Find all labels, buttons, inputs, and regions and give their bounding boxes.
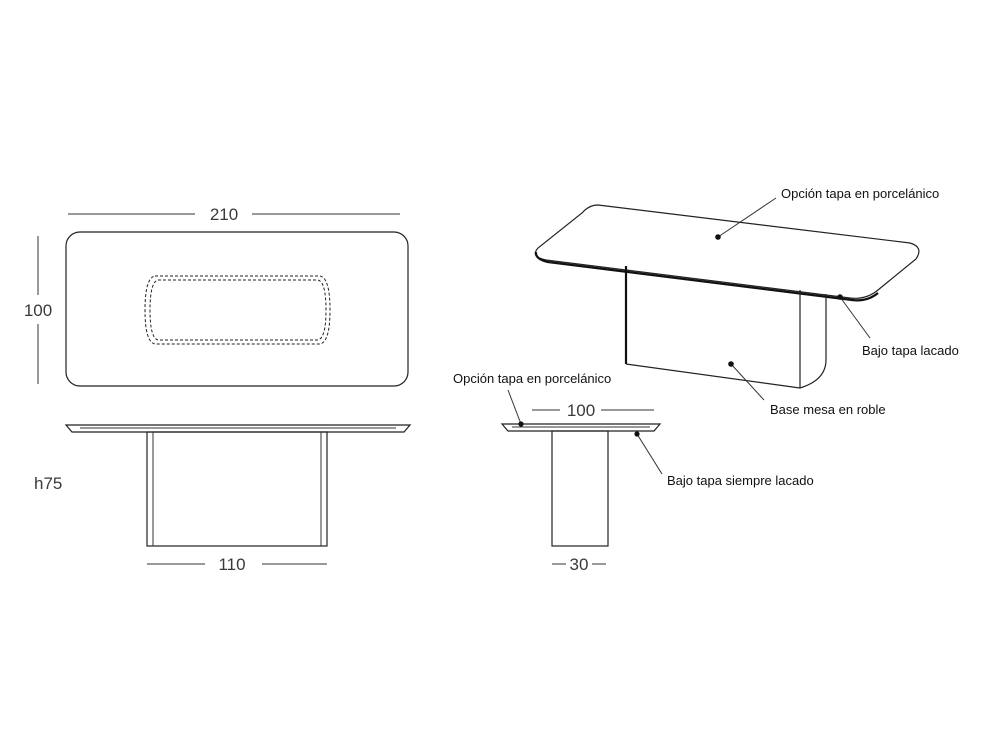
label-porcelain-top-side: Opción tapa en porcelánico — [453, 371, 611, 386]
dimension-height: h75 — [34, 474, 62, 493]
side-tabletop — [500, 423, 662, 432]
dimension-top-width: 210 — [210, 205, 238, 224]
base-outline-inner — [149, 279, 327, 341]
perspective-tabletop-edge — [534, 251, 879, 302]
dimension-base-width: 110 — [218, 555, 245, 574]
leader-dot-porcelain-perspective — [715, 234, 721, 240]
leader-porcelain-side — [507, 389, 522, 425]
dimension-side-depth: 100 — [567, 401, 595, 420]
label-porcelain-top-perspective: Opción tapa en porcelánico — [781, 186, 939, 201]
dimension-top-depth: 100 — [24, 301, 52, 320]
base-outline-outer — [144, 275, 331, 345]
front-base — [146, 431, 328, 547]
dimension-base-depth: 30 — [570, 555, 589, 574]
front-view: h75 110 — [34, 424, 412, 574]
label-lacquered-underside: Bajo tapa lacado — [862, 343, 959, 358]
perspective-base-end-curve — [799, 294, 827, 389]
top-view: 210 100 — [24, 205, 409, 387]
leader-dot-underside-side — [634, 431, 640, 437]
perspective-view: Opción tapa en porcelánico Bajo tapa lac… — [534, 186, 959, 417]
leader-underside-side — [636, 433, 663, 475]
side-base — [551, 430, 609, 547]
perspective-base-bottom — [625, 363, 801, 389]
perspective-tabletop — [534, 204, 920, 299]
label-underside-always-lacquered: Bajo tapa siempre lacado — [667, 473, 814, 488]
leader-dot-underside-perspective — [837, 294, 843, 300]
leader-dot-porcelain-side — [518, 421, 524, 427]
leader-porcelain-perspective — [717, 197, 777, 238]
front-tabletop — [64, 424, 412, 433]
tabletop-outline — [65, 231, 409, 387]
label-oak-base: Base mesa en roble — [770, 402, 886, 417]
leader-underside-perspective — [839, 296, 871, 339]
leader-oak-base — [730, 363, 765, 401]
leader-dot-oak-base — [728, 361, 734, 367]
side-view: 100 30 Opción tapa en porcelánico Bajo t… — [453, 371, 814, 574]
